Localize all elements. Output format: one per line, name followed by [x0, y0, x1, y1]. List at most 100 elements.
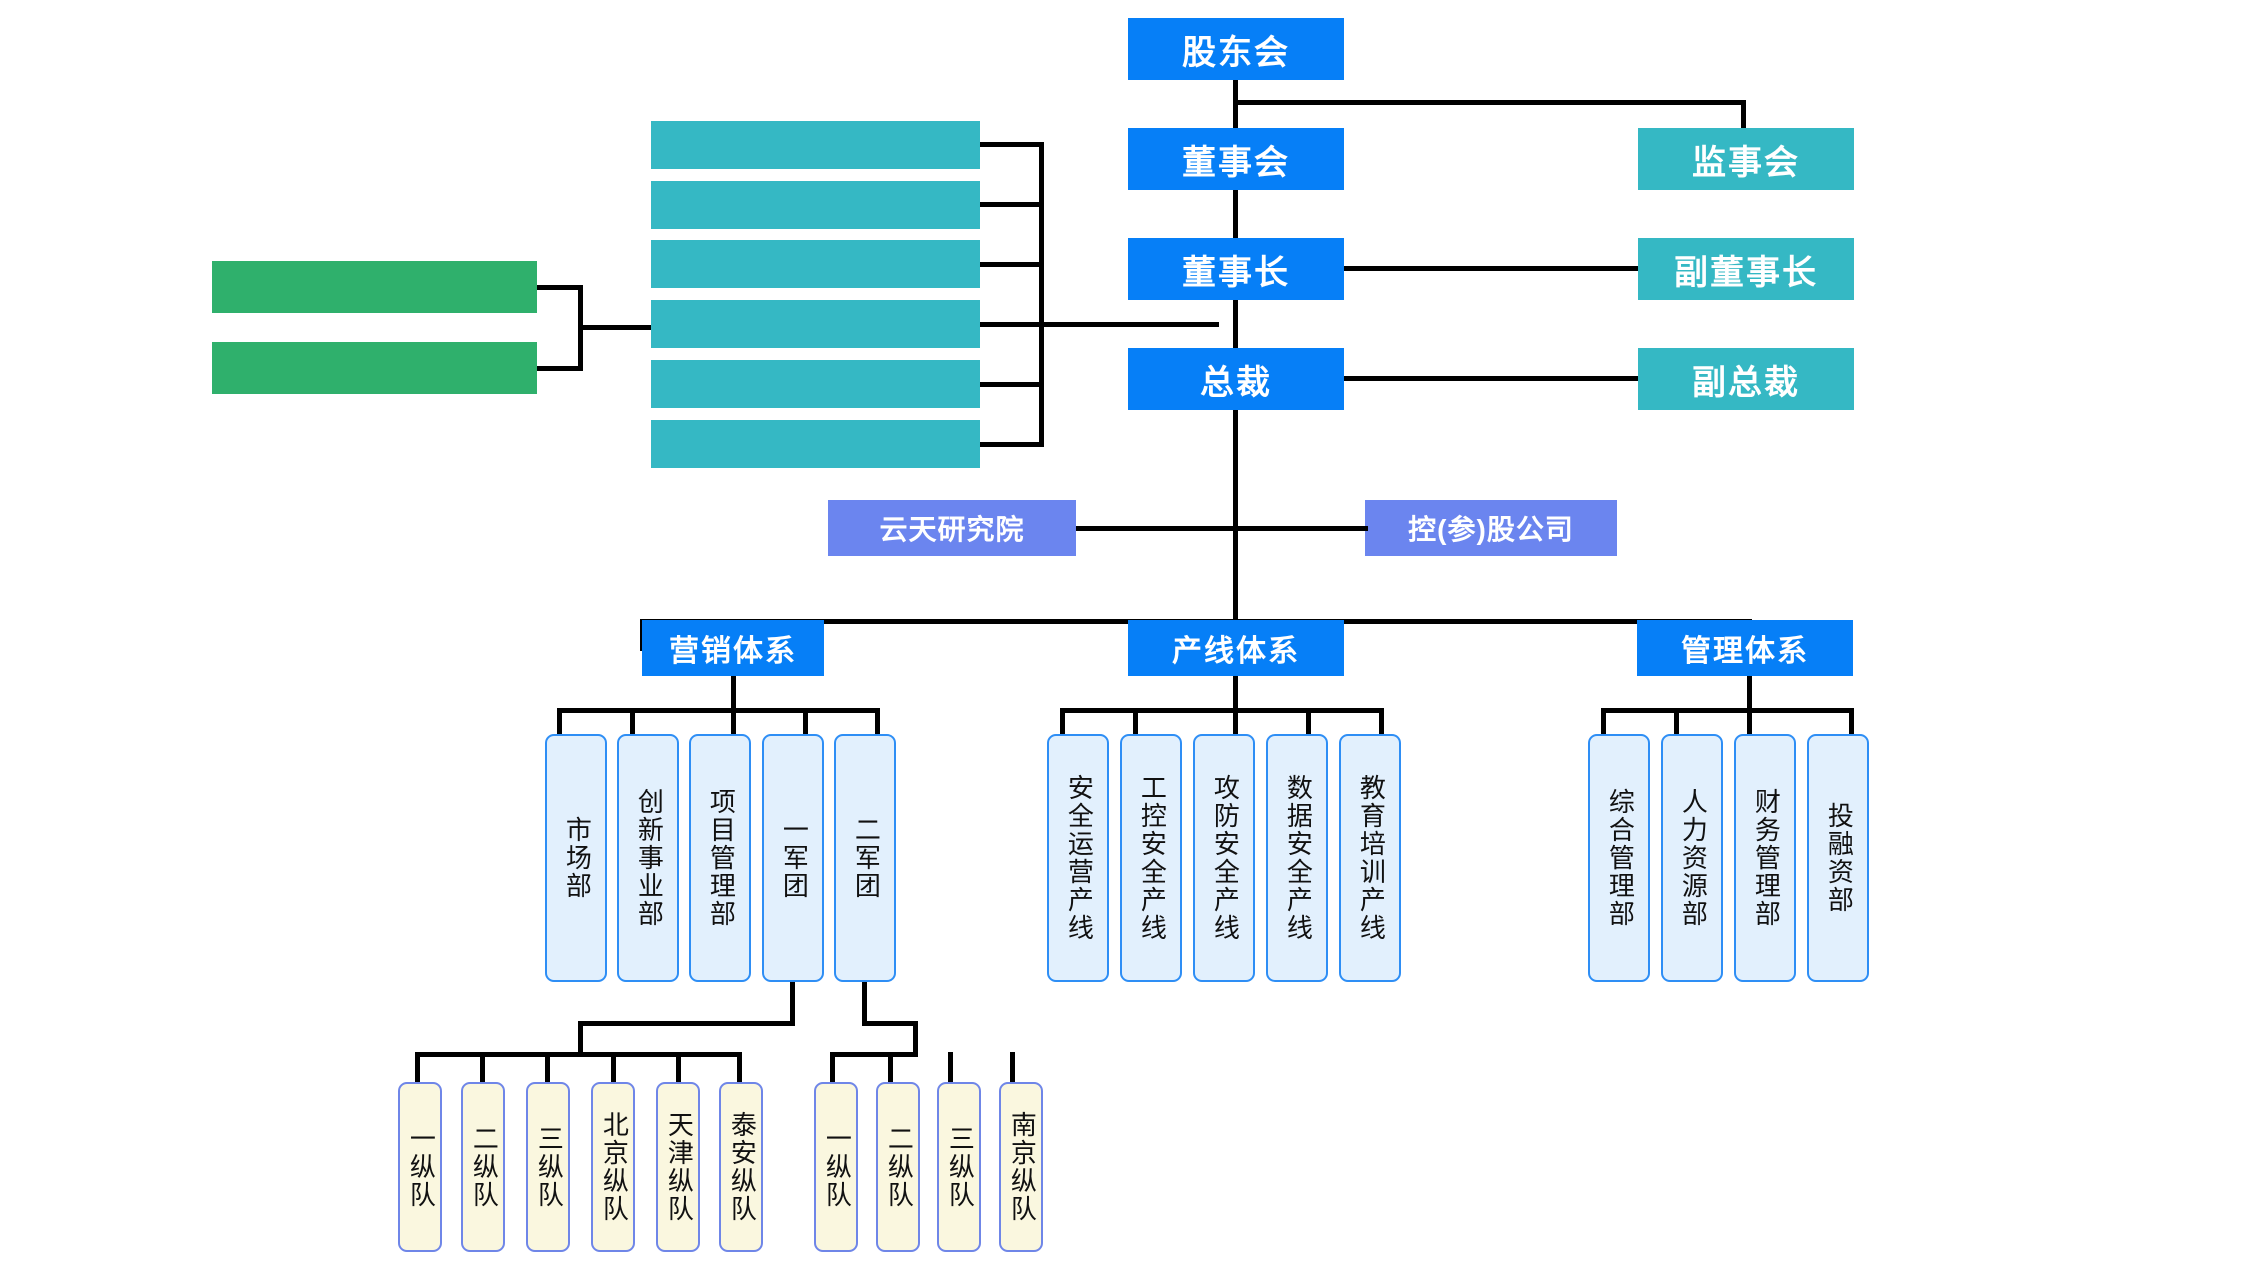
- connector-productline-bus: [1060, 708, 1384, 713]
- node-dept-market[interactable]: 市场部: [545, 734, 607, 982]
- connector-unit3-drop: [545, 1052, 550, 1084]
- node-system-productline[interactable]: 产线体系: [1128, 620, 1344, 676]
- connector-teal-stub-3: [980, 262, 1044, 267]
- blank-green-block-2: [212, 342, 537, 394]
- connector-teal-stub-5: [980, 382, 1044, 387]
- connector-mg-drop-1: [1601, 708, 1606, 736]
- connector-unit10-drop: [1010, 1052, 1015, 1084]
- connector-green-top: [537, 285, 583, 290]
- connector-chairman-to-president: [1233, 300, 1238, 348]
- connector-second-corps-bus: [830, 1052, 918, 1057]
- connector-marketing-drop-2: [630, 708, 635, 736]
- node-unit-first-corps-1[interactable]: 一纵队: [398, 1082, 442, 1252]
- blank-teal-block-6: [651, 420, 980, 468]
- node-productline-industrial-control-security[interactable]: 工控安全产线: [1120, 734, 1182, 982]
- connector-second-corps-down: [862, 982, 867, 1024]
- connector-teal-to-president: [1039, 322, 1219, 327]
- connector-teal-stub-6: [980, 442, 1044, 447]
- connector-unit9-drop: [948, 1052, 953, 1084]
- connector-shareholders-to-supervisors: [1233, 100, 1746, 105]
- node-vice-chairman[interactable]: 副董事长: [1638, 238, 1854, 300]
- connector-productline-down: [1233, 676, 1238, 710]
- node-board-of-supervisors[interactable]: 监事会: [1638, 128, 1854, 190]
- connector-unit1-drop: [415, 1052, 420, 1084]
- connector-mg-drop-2: [1674, 708, 1679, 736]
- node-system-management[interactable]: 管理体系: [1637, 620, 1853, 676]
- node-unit-first-corps-5[interactable]: 天津纵队: [656, 1082, 700, 1252]
- node-productline-education-training[interactable]: 教育培训产线: [1339, 734, 1401, 982]
- connector-green-bottom: [537, 366, 583, 371]
- connector-green-to-teal: [578, 325, 656, 330]
- node-unit-first-corps-6[interactable]: 泰安纵队: [719, 1082, 763, 1252]
- connector-president-to-vice-president: [1344, 376, 1638, 381]
- connector-first-corps-bus: [415, 1052, 741, 1057]
- node-chairman[interactable]: 董事长: [1128, 238, 1344, 300]
- node-unit-second-corps-3[interactable]: 三纵队: [937, 1082, 981, 1252]
- node-unit-first-corps-2[interactable]: 二纵队: [461, 1082, 505, 1252]
- connector-marketing-drop-5: [875, 708, 880, 736]
- connector-unit8-drop: [888, 1052, 893, 1084]
- node-dept-general-management[interactable]: 综合管理部: [1588, 734, 1650, 982]
- connector-supervisors-riser: [1741, 100, 1746, 128]
- connector-spine-to-holding: [1236, 526, 1368, 531]
- connector-mg-drop-3: [1747, 708, 1752, 736]
- connector-pl-drop-1: [1060, 708, 1065, 736]
- connector-unit7-drop: [830, 1052, 835, 1084]
- connector-management-bus: [1601, 708, 1854, 713]
- connector-second-corps-elbow: [862, 1021, 918, 1026]
- node-vice-president[interactable]: 副总裁: [1638, 348, 1854, 410]
- node-dept-second-corps[interactable]: 二军团: [834, 734, 896, 982]
- connector-teal-stub-2: [980, 202, 1044, 207]
- node-unit-first-corps-4[interactable]: 北京纵队: [591, 1082, 635, 1252]
- node-president[interactable]: 总裁: [1128, 348, 1344, 410]
- connector-teal-stub-1: [980, 142, 1044, 147]
- connector-pl-drop-5: [1379, 708, 1384, 736]
- connector-president-down-spine: [1233, 410, 1238, 622]
- node-shareholders-meeting[interactable]: 股东会: [1128, 18, 1344, 80]
- node-board-of-directors[interactable]: 董事会: [1128, 128, 1344, 190]
- node-productline-data-security[interactable]: 数据安全产线: [1266, 734, 1328, 982]
- connector-teal-stub-4: [980, 322, 1044, 327]
- blank-green-block-1: [212, 261, 537, 313]
- blank-teal-block-5: [651, 360, 980, 408]
- node-research-institute[interactable]: 云天研究院: [828, 500, 1076, 556]
- connector-pl-drop-3: [1233, 708, 1238, 736]
- connector-management-down: [1747, 676, 1752, 710]
- blank-teal-block-2: [651, 181, 980, 229]
- node-dept-finance-management[interactable]: 财务管理部: [1734, 734, 1796, 982]
- connector-second-corps-center-riser: [913, 1021, 918, 1055]
- connector-board-to-chairman: [1233, 190, 1238, 238]
- connector-marketing-down: [731, 676, 736, 710]
- connector-first-corps-elbow: [578, 1021, 795, 1026]
- connector-marketing-drop-1: [557, 708, 562, 736]
- node-productline-offense-defense-security[interactable]: 攻防安全产线: [1193, 734, 1255, 982]
- connector-marketing-drop-3: [731, 708, 736, 736]
- connector-unit2-drop: [480, 1052, 485, 1084]
- node-dept-project-management[interactable]: 项目管理部: [689, 734, 751, 982]
- connector-research-to-spine: [1076, 526, 1236, 531]
- node-holding-company[interactable]: 控(参)股公司: [1365, 500, 1617, 556]
- node-system-marketing[interactable]: 营销体系: [642, 620, 824, 676]
- connector-pl-drop-4: [1306, 708, 1311, 736]
- connector-first-corps-down: [790, 982, 795, 1024]
- node-dept-human-resources[interactable]: 人力资源部: [1661, 734, 1723, 982]
- node-unit-second-corps-2[interactable]: 二纵队: [876, 1082, 920, 1252]
- node-dept-innovation-business[interactable]: 创新事业部: [617, 734, 679, 982]
- node-dept-first-corps[interactable]: 一军团: [762, 734, 824, 982]
- node-unit-second-corps-4[interactable]: 南京纵队: [999, 1082, 1043, 1252]
- connector-first-corps-center-riser: [578, 1021, 583, 1055]
- node-productline-security-operations[interactable]: 安全运营产线: [1047, 734, 1109, 982]
- connector-marketing-drop-4: [803, 708, 808, 736]
- node-dept-investment-financing[interactable]: 投融资部: [1807, 734, 1869, 982]
- node-unit-first-corps-3[interactable]: 三纵队: [526, 1082, 570, 1252]
- connector-unit6-drop: [737, 1052, 742, 1084]
- connector-unit4-drop: [611, 1052, 616, 1084]
- connector-unit5-drop: [676, 1052, 681, 1084]
- connector-marketing-bus: [557, 708, 880, 713]
- blank-teal-block-1: [651, 121, 980, 169]
- connector-pl-drop-2: [1133, 708, 1138, 736]
- node-unit-second-corps-1[interactable]: 一纵队: [814, 1082, 858, 1252]
- connector-teal-spine: [1039, 142, 1044, 447]
- connector-chairman-to-vice-chairman: [1344, 266, 1638, 271]
